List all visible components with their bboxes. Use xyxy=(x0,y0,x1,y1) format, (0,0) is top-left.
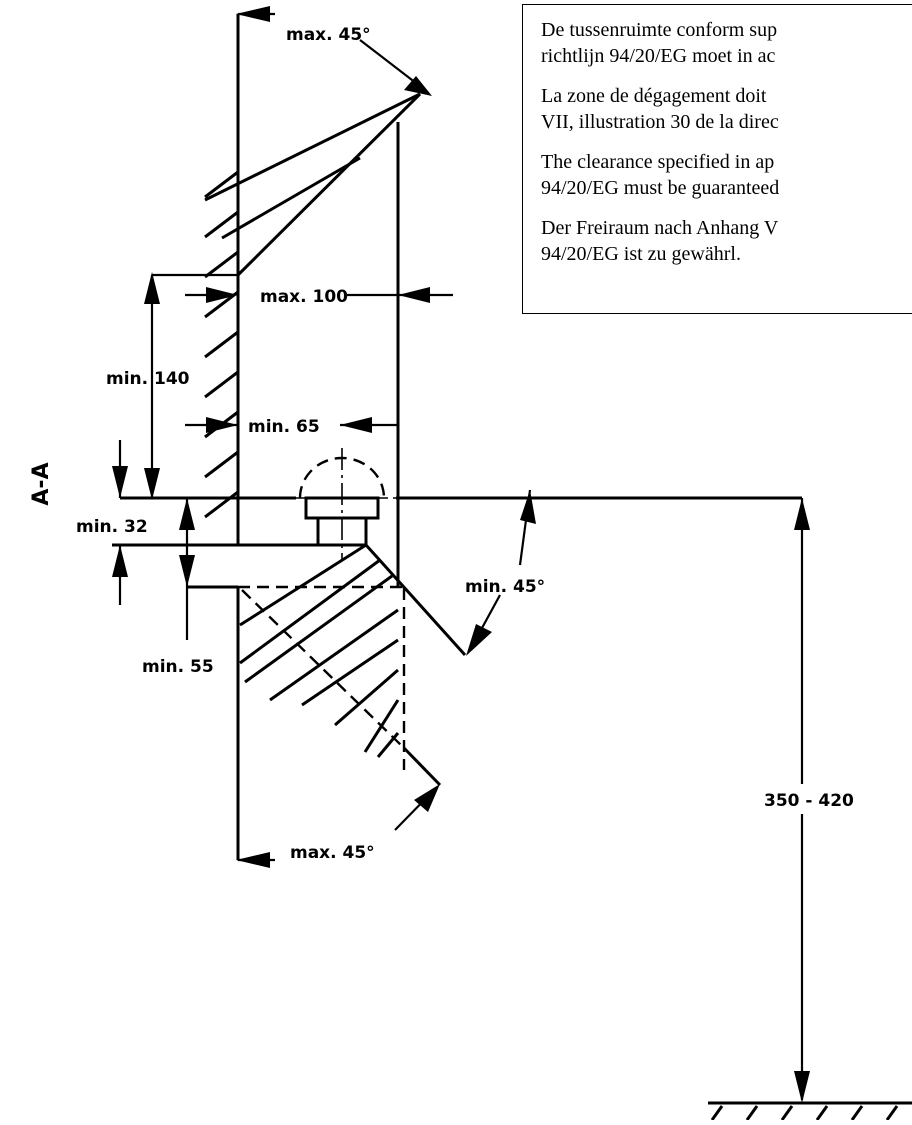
label-min55: min. 55 xyxy=(142,657,214,677)
max100-arrow-left xyxy=(206,287,238,303)
label-min32: min. 32 xyxy=(76,517,148,537)
note-german-line-2: 94/20/EG ist zu gewährl. xyxy=(541,243,741,265)
min45-arrow-top xyxy=(520,490,536,524)
note-german-line-1: Der Freiraum nach Anhang V xyxy=(541,217,779,239)
max45-bottom-slope xyxy=(402,746,442,787)
label-height-range: 350 - 420 xyxy=(764,791,854,811)
min140-arrow-bottom xyxy=(144,468,160,500)
multilingual-note-box: De tussenruimte conform sup richtlijn 94… xyxy=(522,4,912,314)
upper-slope-1 xyxy=(236,92,422,277)
note-dutch-line-2: richtlijn 94/20/EG moet in ac xyxy=(541,45,776,67)
note-english-line-2: 94/20/EG must be guaranteed xyxy=(541,177,780,199)
label-max45-bottom: max. 45° xyxy=(290,843,375,863)
height-label-bg xyxy=(760,784,844,814)
height-arrow-bottom xyxy=(794,1071,810,1103)
min55-arrow-bottom xyxy=(179,555,195,587)
height-arrow-top xyxy=(794,498,810,530)
coupling-neck-top xyxy=(304,496,380,520)
note-french: La zone de dégagement doit VII, illustra… xyxy=(541,83,912,135)
upper-slope-3 xyxy=(221,156,361,240)
max45-bottom-arrow-right xyxy=(414,784,440,812)
label-min65: min. 65 xyxy=(248,417,320,437)
max45-top-arrow-left xyxy=(236,6,270,22)
min45-slope xyxy=(364,543,467,657)
max45-top-arrow-right xyxy=(404,76,432,96)
lower-diagonal-dashed xyxy=(241,589,405,749)
note-french-line-1: La zone de dégagement doit xyxy=(541,85,767,107)
label-min45: min. 45° xyxy=(465,577,545,597)
min65-arrow-left xyxy=(206,417,238,433)
min65-arrow-right xyxy=(340,417,372,433)
min45-arrow-bottom xyxy=(466,624,492,656)
max100-arrow-right xyxy=(398,287,430,303)
note-german: Der Freiraum nach Anhang V 94/20/EG ist … xyxy=(541,215,912,267)
min55-arrow-top xyxy=(179,498,195,530)
label-max100: max. 100 xyxy=(260,287,348,307)
section-label: A-A xyxy=(29,462,54,505)
note-dutch: De tussenruimte conform sup richtlijn 94… xyxy=(541,17,912,69)
max45-bottom-arrow-left xyxy=(236,852,270,868)
min140-arrow-top xyxy=(144,272,160,304)
lower-hatching xyxy=(239,543,400,758)
label-min140: min. 140 xyxy=(106,369,190,389)
left-hatching xyxy=(204,170,239,519)
note-french-line-2: VII, illustration 30 de la direc xyxy=(541,111,779,133)
note-dutch-line-1: De tussenruimte conform sup xyxy=(541,19,778,41)
min32-arrow-top xyxy=(112,466,128,498)
upper-slope-2 xyxy=(204,92,421,202)
note-english-line-1: The clearance specified in ap xyxy=(541,151,775,173)
ground-hatching xyxy=(710,1105,899,1121)
min32-arrow-bottom xyxy=(112,545,128,577)
label-max45-top: max. 45° xyxy=(286,25,371,45)
note-english: The clearance specified in ap 94/20/EG m… xyxy=(541,149,912,201)
